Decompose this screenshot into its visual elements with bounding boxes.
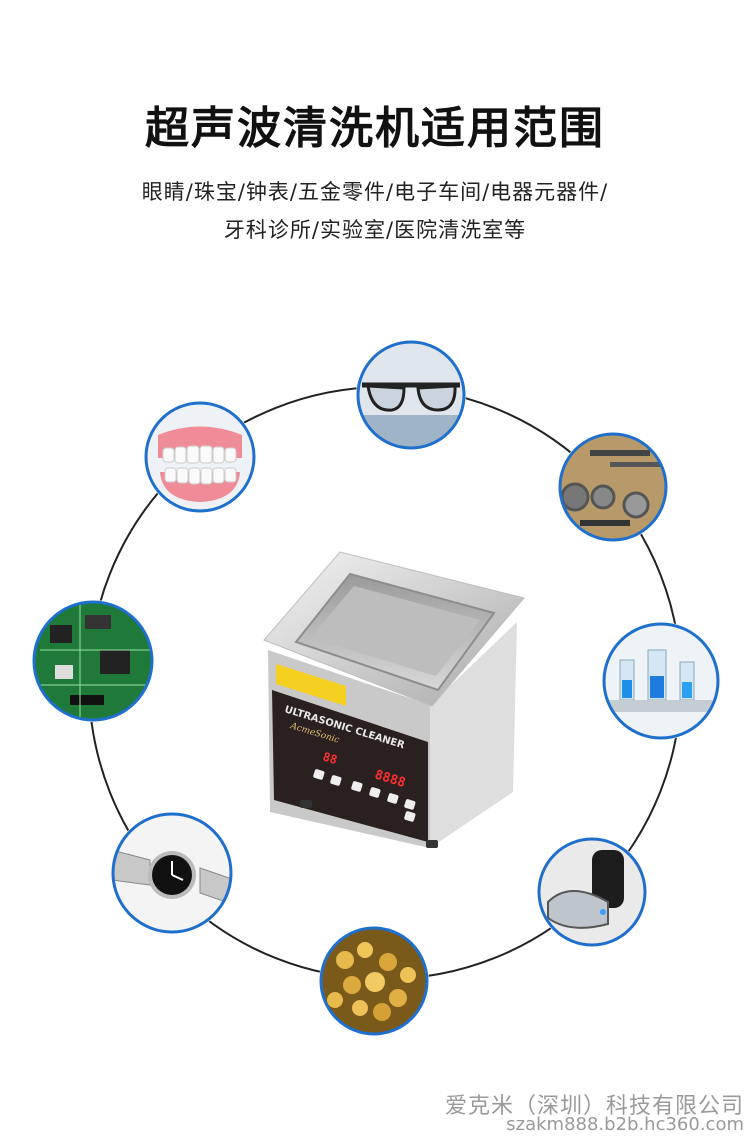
razor-icon (537, 837, 647, 947)
footer-url: szakm888.b2b.hc360.com (506, 1114, 744, 1135)
watch-icon (111, 812, 233, 934)
footer-company: 爱克米（深圳）科技有限公司 (444, 1094, 744, 1119)
page-title: 超声波清洗机适用范围 (145, 103, 605, 154)
device-display-left: 88 (321, 749, 339, 767)
tools-icon (558, 432, 668, 542)
ultrasonic-cleaner-device: ULTRASONIC CLEANER AcmeSonic 88 8888 (263, 551, 525, 848)
subtitle-line-1: 眼睛/珠宝/钟表/五金零件/电子车间/电器元器件/ (141, 180, 609, 204)
teeth-icon (144, 401, 256, 513)
pcb-icon (32, 600, 154, 722)
subtitle-line-2: 牙科诊所/实验室/医院清洗室等 (223, 218, 527, 242)
glasses-icon (356, 340, 466, 450)
gold-icon (319, 926, 429, 1036)
device-buttons (313, 769, 416, 822)
flask-icon (602, 622, 720, 740)
